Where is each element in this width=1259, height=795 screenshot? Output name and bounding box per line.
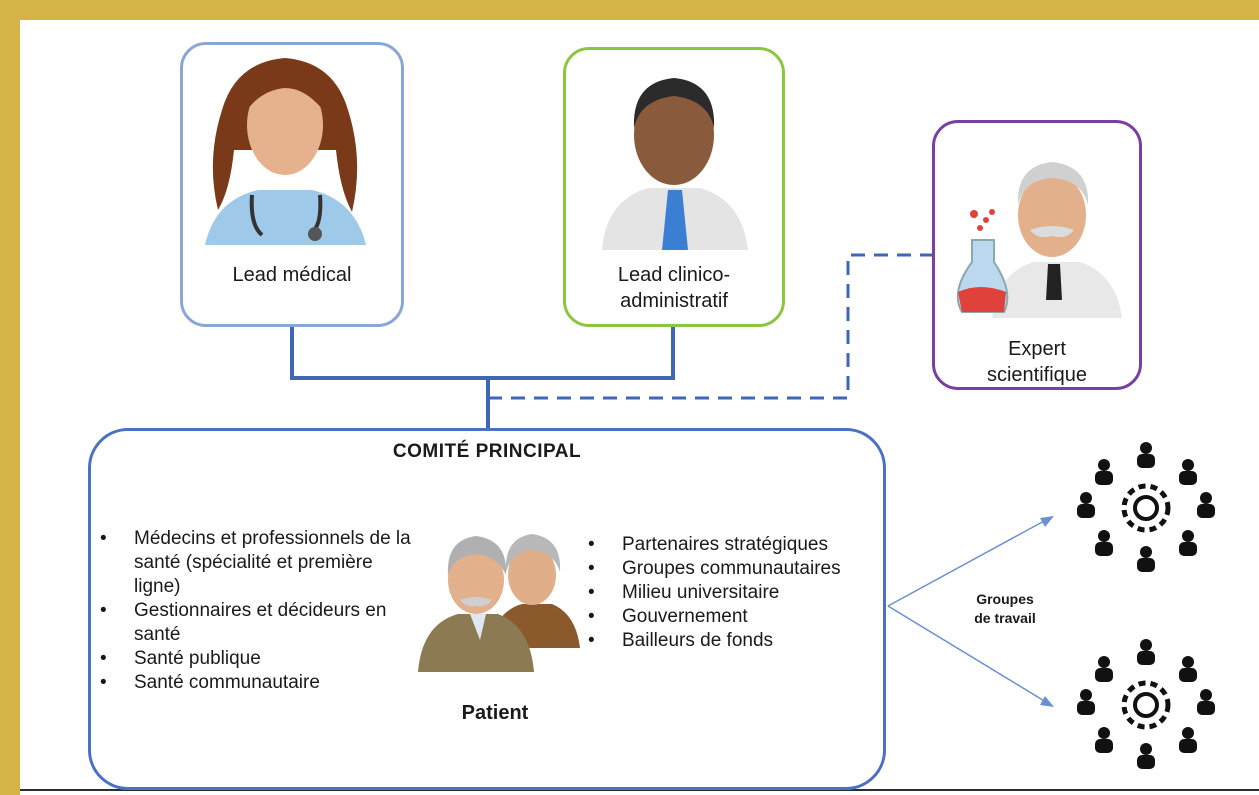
list-item: Gestionnaires et décideurs en santé bbox=[100, 599, 420, 647]
frame-top-border bbox=[0, 0, 1259, 20]
list-item: Bailleurs de fonds bbox=[588, 629, 878, 653]
groupes-label: Groupes de travail bbox=[974, 591, 1036, 626]
list-item: Médecins et professionnels de la santé (… bbox=[100, 527, 420, 599]
arrowhead-bottom bbox=[1040, 696, 1054, 707]
comite-title: COMITÉ PRINCIPAL bbox=[392, 441, 582, 462]
list-item: Groupes communautaires bbox=[588, 557, 878, 581]
expert-box bbox=[932, 120, 1142, 390]
lead-admin-box bbox=[563, 47, 785, 327]
comite-right-list: Partenaires stratégiques Groupes communa… bbox=[588, 533, 878, 653]
arrow-to-group-top bbox=[887, 519, 1047, 607]
patient-label: Patient bbox=[461, 702, 529, 724]
list-item: Gouvernement bbox=[588, 605, 878, 629]
comite-left-list: Médecins et professionnels de la santé (… bbox=[100, 527, 420, 695]
list-item: Santé communautaire bbox=[100, 671, 420, 695]
lead-admin-label: Lead clinico- administratif bbox=[617, 264, 731, 312]
arrow-to-group-bottom bbox=[887, 605, 1047, 703]
frame-left-border bbox=[0, 0, 20, 795]
lead-connector bbox=[290, 327, 675, 380]
list-item: Partenaires stratégiques bbox=[588, 533, 878, 557]
lead-medical-label: Lead médical bbox=[232, 264, 352, 286]
expert-label: Expert scientifique bbox=[986, 338, 1088, 386]
frame-bottom-line bbox=[20, 789, 1259, 791]
arrowhead-top bbox=[1040, 516, 1054, 527]
list-item: Milieu universitaire bbox=[588, 581, 878, 605]
list-item: Santé publique bbox=[100, 647, 420, 671]
